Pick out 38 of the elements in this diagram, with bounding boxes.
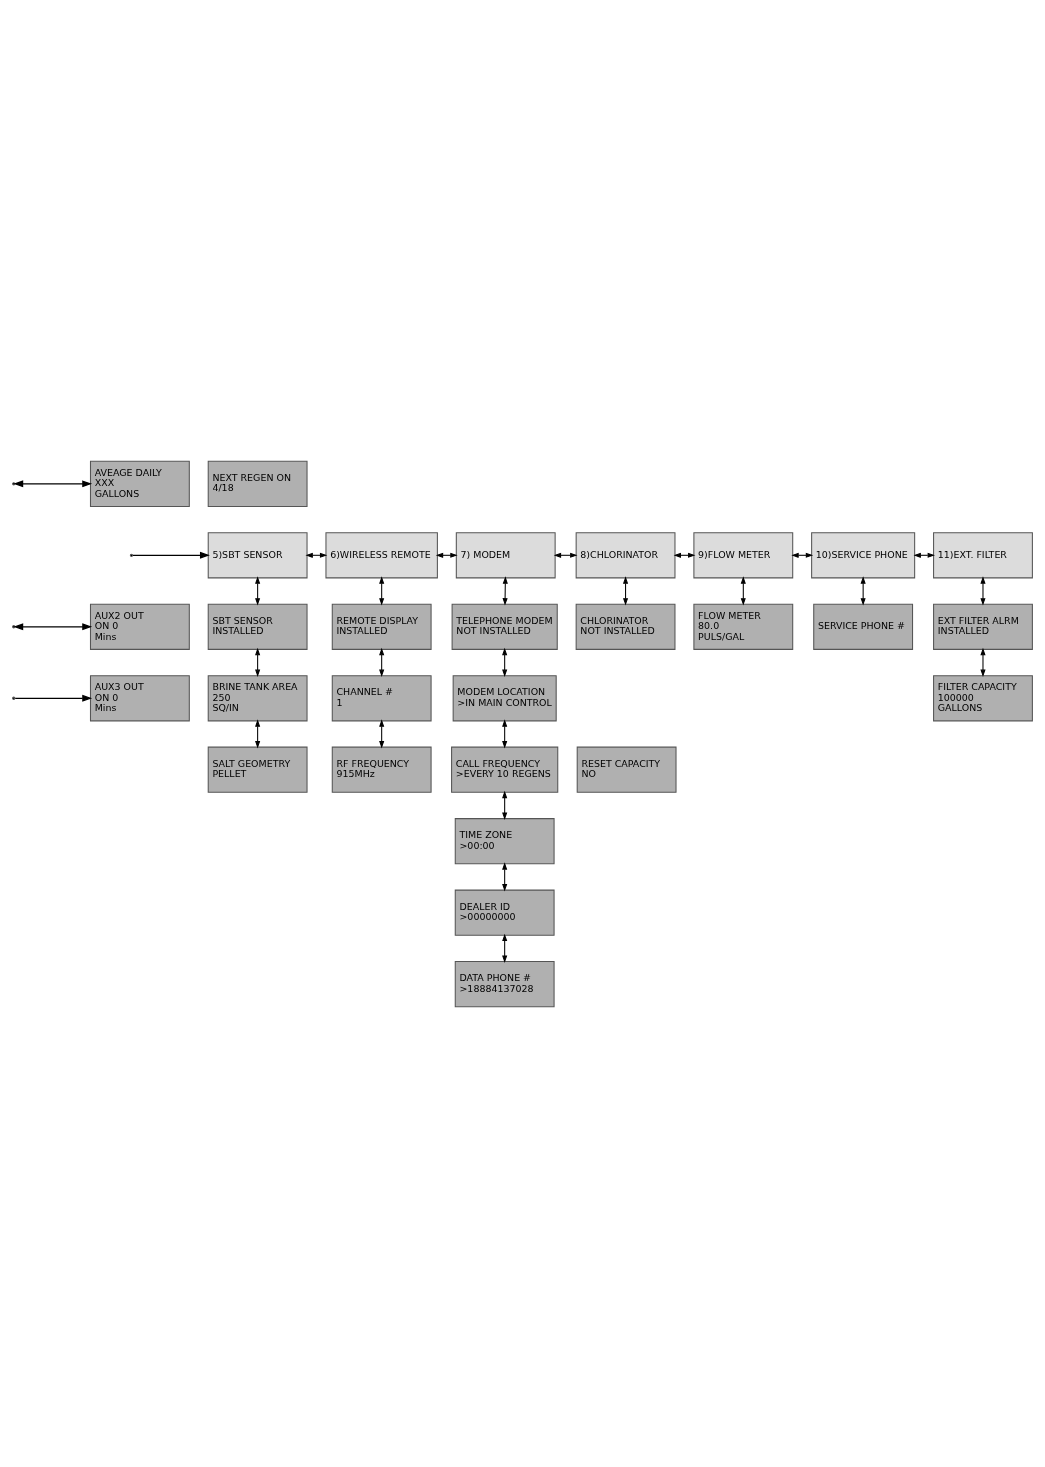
node-box: TELEPHONE MODEM NOT INSTALLED	[451, 603, 558, 650]
arrow	[502, 575, 508, 605]
node-box: AUX3 OUT ON 0 Mins	[89, 674, 190, 721]
arrow	[14, 694, 93, 702]
node-box: CHANNEL # 1	[331, 674, 432, 721]
node-box: DEALER ID >00000000	[454, 889, 555, 936]
node-box: EXT FILTER ALRM INSTALLED	[933, 603, 1033, 650]
node-box: 9)FLOW METER	[693, 531, 794, 578]
arrow	[13, 622, 93, 630]
node-box: DATA PHONE # >18884137028	[454, 960, 555, 1007]
node-box: FLOW METER 80.0 PULS/GAL	[693, 603, 794, 650]
node-box: 8)CHLORINATOR	[575, 531, 676, 578]
node-box: MODEM LOCATION >IN MAIN CONTROL	[452, 674, 557, 721]
node-box: 11)EXT. FILTER	[933, 531, 1033, 578]
arrow	[132, 551, 210, 559]
node-box: SALT GEOMETRY PELLET	[207, 746, 308, 793]
node-box: 5)SBT SENSOR	[207, 531, 308, 578]
node-box: 10)SERVICE PHONE	[811, 531, 916, 578]
node-box: AUX2 OUT ON 0 Mins	[89, 603, 190, 650]
node-box: FILTER CAPACITY 100000 GALLONS	[933, 674, 1033, 721]
arrow	[553, 552, 578, 558]
node-box: CALL FREQUENCY >EVERY 10 REGENS	[451, 746, 559, 793]
node-box: 6)WIRELESS REMOTE	[325, 531, 438, 578]
arrow	[980, 575, 986, 605]
node-box: BRINE TANK AREA 250 SQ/IN	[207, 674, 308, 721]
node-box: REMOTE DISPLAY INSTALLED	[331, 603, 432, 650]
node-box: RF FREQUENCY 915MHz	[331, 746, 432, 793]
node-box: 7) MODEM	[455, 531, 556, 578]
node-box: SERVICE PHONE #	[813, 603, 914, 650]
node-box: TIME ZONE >00:00	[454, 817, 555, 864]
arrow	[13, 479, 93, 487]
node-box: CHLORINATOR NOT INSTALLED	[575, 603, 676, 650]
node-box: AVEAGE DAILY XXX GALLONS	[89, 460, 190, 507]
node-box: NEXT REGEN ON 4/18	[207, 460, 308, 507]
node-box: SBT SENSOR INSTALLED	[207, 603, 308, 650]
arrow	[860, 575, 866, 605]
arrow	[980, 647, 986, 677]
node-box: RESET CAPACITY NO	[576, 746, 677, 793]
